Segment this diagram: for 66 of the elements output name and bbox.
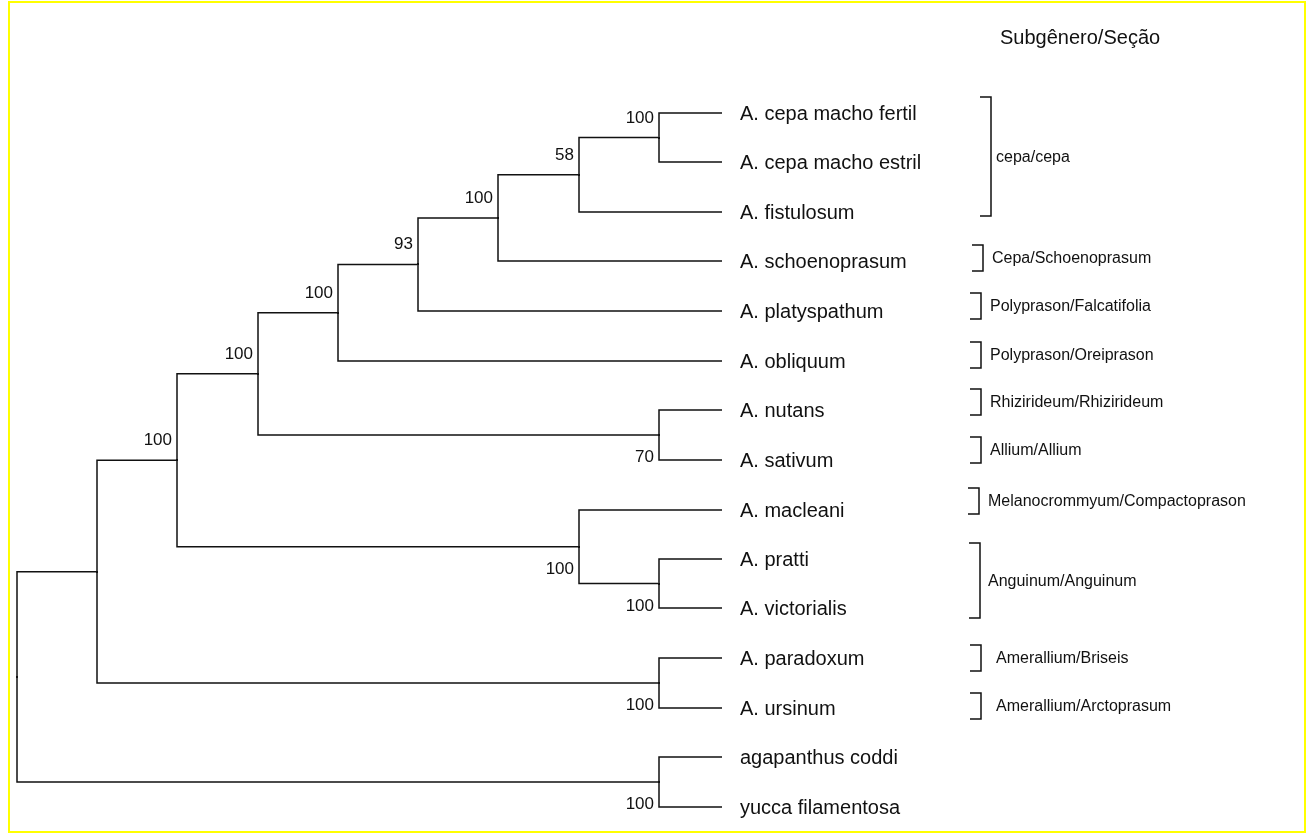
tree-branch: [417, 263, 723, 312]
bootstrap-value: 100: [625, 595, 654, 616]
group-label: cepa/cepa: [996, 146, 1070, 167]
group-label: Allium/Allium: [990, 440, 1082, 460]
group-label: Rhizirideum/Rhizirideum: [990, 392, 1164, 412]
taxon-label: A. platyspathum: [722, 297, 884, 325]
tree-branch: [497, 217, 723, 262]
taxon-label: A. paradoxum: [722, 644, 865, 672]
tree-branch: [658, 112, 723, 139]
tree-branch: [417, 217, 498, 266]
tree-branch: [337, 263, 418, 314]
bootstrap-value: 70: [635, 447, 654, 467]
tree-branch: [176, 459, 579, 548]
group-label: Cepa/Schoenoprasum: [992, 248, 1152, 268]
bootstrap-value: 100: [224, 343, 253, 364]
tree-branch: [658, 781, 723, 808]
tree-branch: [16, 676, 659, 783]
taxon-label: yucca filamentosa: [722, 793, 901, 821]
tree-branch: [176, 373, 258, 462]
bootstrap-value: 93: [394, 234, 413, 255]
taxon-label: A. cepa macho fertil: [722, 99, 917, 127]
bootstrap-value: 100: [625, 794, 654, 814]
group-label: Anguinum/Anguinum: [988, 570, 1137, 591]
taxon-label: A. fistulosum: [722, 198, 855, 226]
tree-branch: [16, 570, 97, 678]
tree-branch: [658, 756, 723, 783]
bootstrap-value: 100: [464, 187, 493, 208]
bootstrap-value: 100: [625, 107, 654, 128]
tree-branch: [257, 311, 338, 375]
bootstrap-value: 100: [625, 695, 654, 715]
tree-branch: [96, 570, 659, 684]
tree-branch: [658, 409, 723, 436]
tree-branch: [578, 174, 723, 213]
bootstrap-value: 58: [555, 144, 574, 165]
tree-branch: [578, 509, 723, 548]
tree-branch: [497, 174, 579, 219]
tree-branch: [658, 434, 723, 461]
tree-branch: [658, 136, 723, 163]
taxon-label: A. cepa macho estril: [722, 148, 922, 176]
tree-branch: [578, 136, 659, 176]
tree-branch: [257, 373, 659, 436]
taxon-label: A. obliquum: [722, 347, 846, 375]
group-label: Amerallium/Briseis: [996, 648, 1129, 668]
tree-branch: [337, 311, 723, 362]
taxon-label: A. nutans: [722, 396, 825, 424]
group-label: Polyprason/Oreiprason: [990, 345, 1154, 365]
taxon-label: agapanthus coddi: [722, 743, 898, 771]
bootstrap-value: 100: [143, 430, 172, 451]
taxon-label: A. ursinum: [722, 694, 836, 722]
group-label: Melanocrommyum/Compactoprason: [988, 491, 1246, 511]
taxon-label: A. schoenoprasum: [722, 247, 907, 275]
tree-branch: [658, 682, 723, 709]
taxon-label: A. sativum: [722, 446, 834, 474]
tree-branch: [658, 558, 723, 585]
tree-branch: [658, 657, 723, 684]
taxon-label: A. macleani: [722, 496, 845, 524]
tree-branch: [96, 459, 177, 573]
group-label: Amerallium/Arctoprasum: [996, 696, 1172, 716]
tree-branch: [658, 582, 723, 609]
bootstrap-value: 100: [545, 558, 574, 579]
taxon-label: A. pratti: [722, 545, 809, 573]
group-label: Polyprason/Falcatifolia: [990, 296, 1151, 316]
taxon-label: A. victorialis: [722, 594, 847, 622]
column-header: Subgênero/Seção: [1000, 27, 1161, 47]
tree-branch: [578, 546, 659, 585]
bootstrap-value: 100: [304, 282, 333, 303]
